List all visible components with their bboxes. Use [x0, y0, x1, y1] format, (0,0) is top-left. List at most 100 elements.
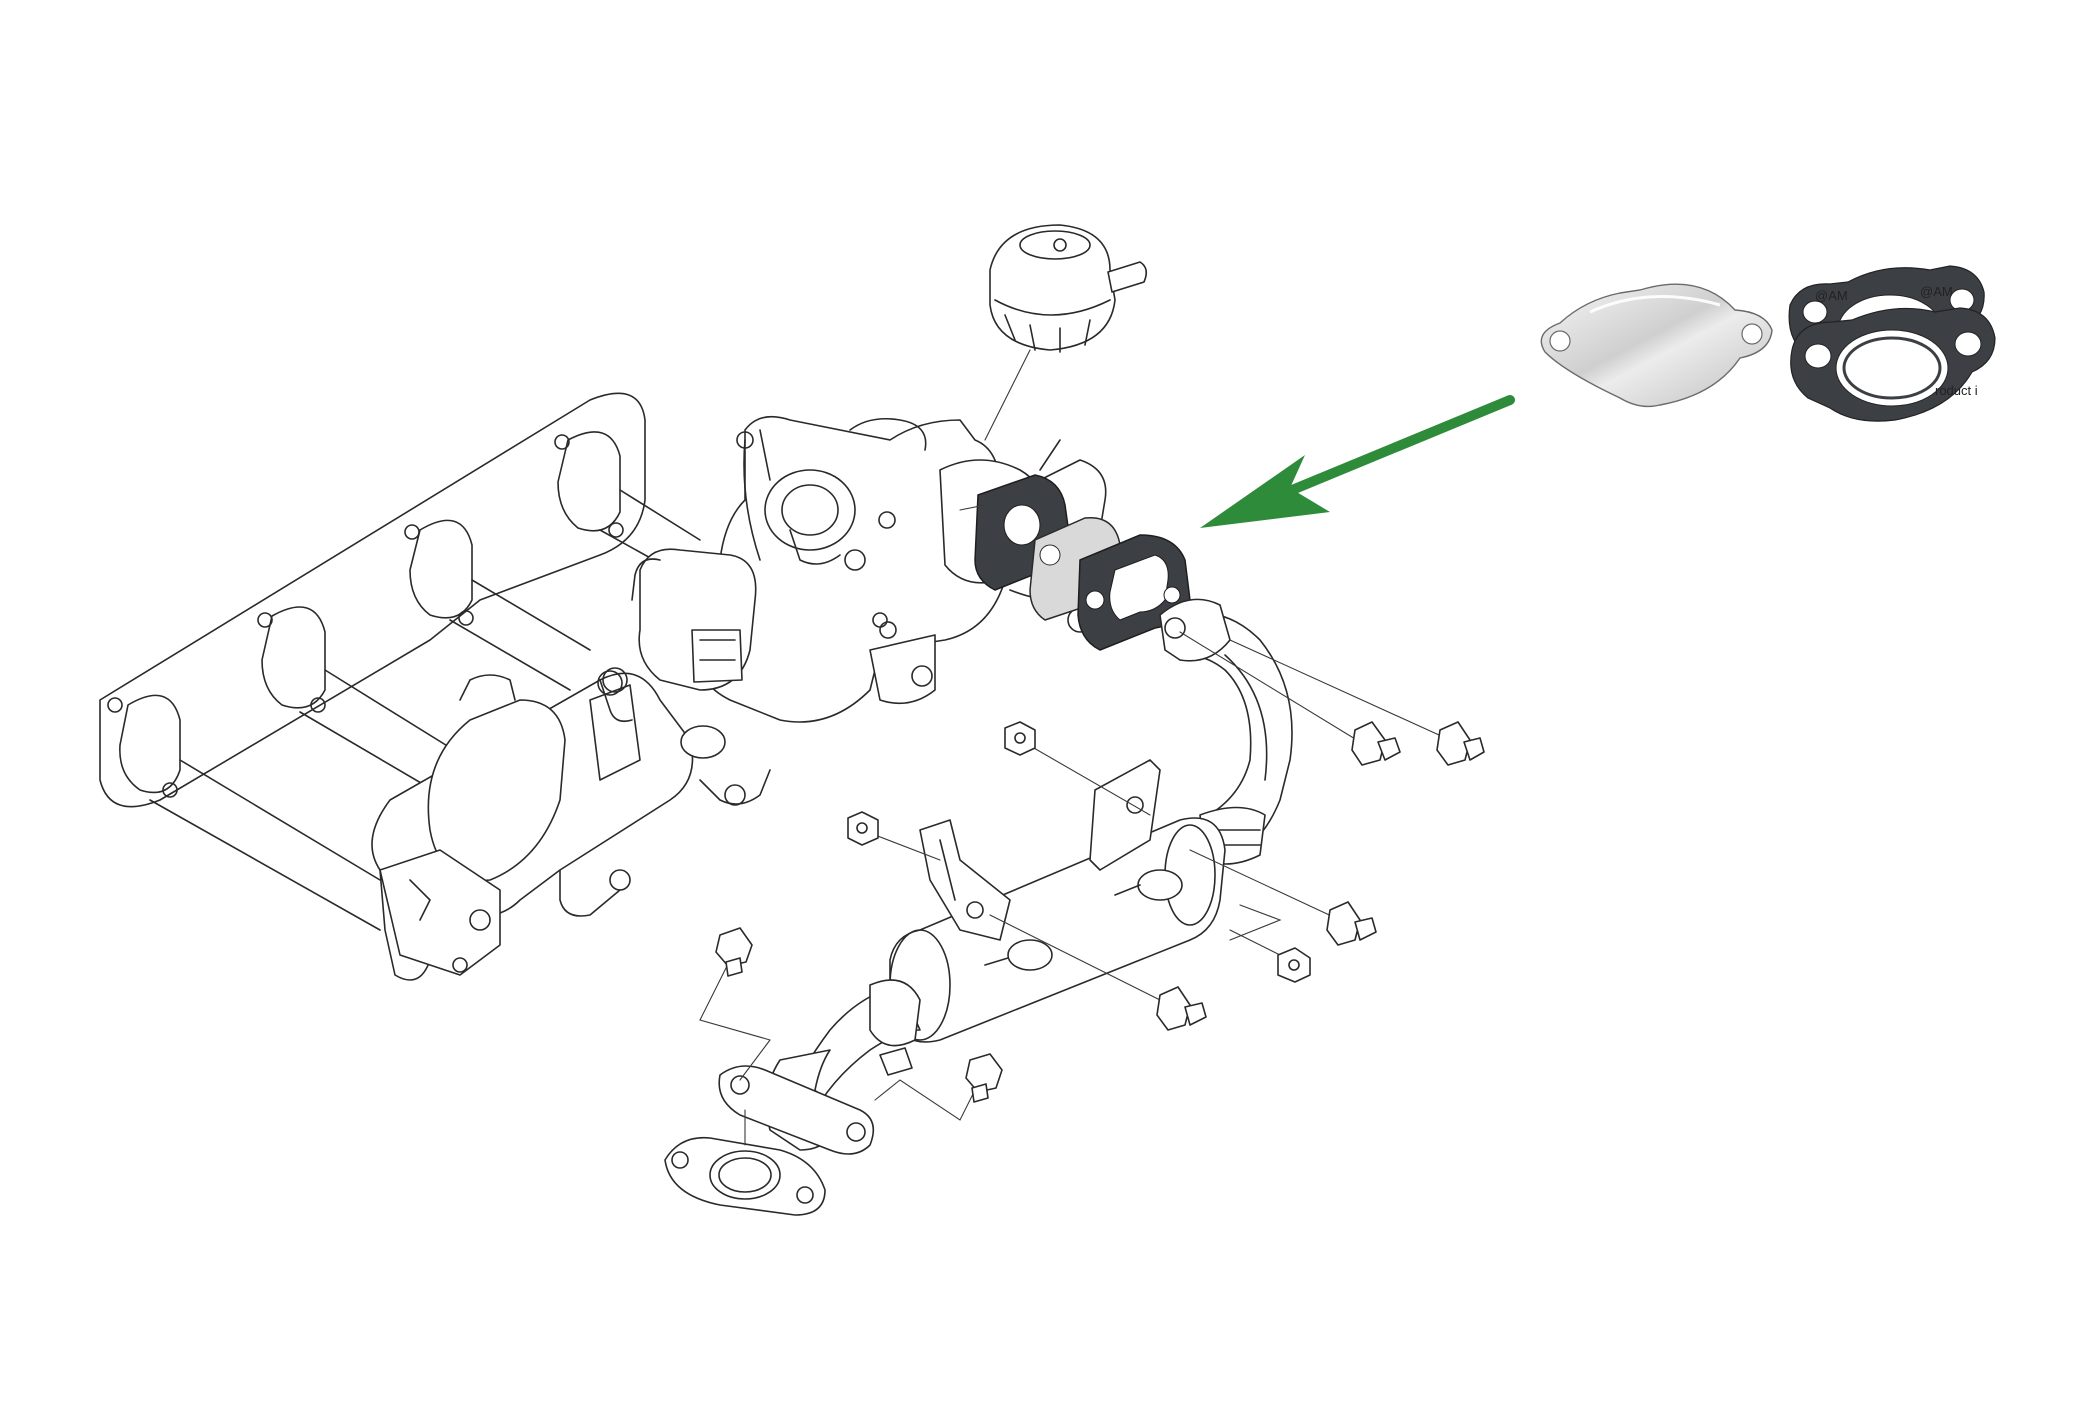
gasket-print-3: roduct i	[1935, 383, 1978, 398]
exhaust-gasket	[664, 1136, 826, 1216]
product-blanking-plate	[1540, 283, 1773, 408]
mount-tab	[409, 879, 431, 921]
pipe-clip	[879, 1047, 913, 1076]
gasket-bolt-hole	[1954, 331, 1982, 357]
mount-hole	[469, 909, 491, 931]
actuator-top	[1019, 230, 1091, 260]
port-3	[409, 519, 473, 619]
lower-rib	[559, 869, 621, 917]
fasteners	[699, 631, 1485, 1121]
gasket-bore	[709, 1150, 781, 1200]
nut	[847, 811, 941, 861]
pipe-clamp	[869, 979, 921, 1047]
leader-line	[984, 349, 1031, 441]
indicator-arrow	[1200, 395, 1515, 528]
valve-bolt-hole	[736, 431, 754, 449]
valve-port-cover	[764, 469, 856, 551]
port-1	[119, 694, 181, 794]
cooler-bracket-2	[1089, 759, 1161, 871]
cover-detail	[789, 529, 841, 565]
sensor-rim	[631, 558, 661, 601]
vacuum-nipple	[1107, 261, 1148, 293]
nut	[1229, 929, 1311, 983]
port-cover-inner	[781, 484, 839, 536]
product-gaskets: @AM @AM roduct i	[1788, 265, 1996, 422]
actuator-ribs	[1004, 314, 1091, 353]
bolt-hole	[257, 612, 273, 628]
manifold-lower-mount	[379, 849, 501, 976]
gasket-bore	[1003, 504, 1041, 546]
lower-pipe-flange	[718, 1065, 875, 1155]
flange-edge	[1039, 439, 1061, 471]
arrow-head	[1200, 455, 1330, 528]
bolt-hole	[608, 522, 624, 538]
flange-hole	[846, 1122, 866, 1142]
egr-pipe-and-cooler	[664, 598, 1293, 1216]
pipe-bend	[599, 679, 633, 723]
gasket-bolt-hole	[1085, 590, 1105, 610]
runner-1	[149, 759, 381, 931]
coolant-port	[1137, 869, 1183, 901]
actuator-port	[1053, 238, 1067, 252]
egr-cooler	[889, 817, 1226, 1043]
flange-hole	[730, 1075, 750, 1095]
gasket-bolt-hole	[1804, 343, 1832, 369]
gasket-print-1: @AM	[1815, 288, 1848, 303]
gasket-bolt-hole	[1802, 300, 1828, 324]
egr-valve	[597, 224, 1148, 759]
lower-rib	[699, 769, 771, 805]
port-4	[557, 431, 621, 532]
rib-hole	[609, 869, 631, 891]
pipe-flange-hole	[1164, 617, 1186, 639]
gasket-hole	[796, 1186, 814, 1204]
sensor-connector	[691, 629, 743, 683]
leader-line	[1229, 904, 1282, 941]
manifold-boss	[589, 684, 641, 781]
bolt	[1229, 639, 1485, 766]
gasket-bore-ring	[1842, 336, 1942, 400]
bolt	[874, 1053, 1003, 1121]
valve-bolt-hole	[878, 511, 896, 529]
cover-screw	[844, 549, 866, 571]
boss-hole	[602, 667, 628, 693]
manifold-flange	[99, 392, 646, 808]
cooler-bracket-1	[919, 819, 1011, 941]
bolt-hole	[458, 610, 474, 626]
gasket-bore	[1835, 329, 1949, 407]
intake-manifold	[99, 392, 771, 981]
bolt	[989, 914, 1207, 1031]
gasket-bore-inner	[718, 1157, 772, 1193]
plate-highlight	[1589, 294, 1721, 314]
bolt	[1179, 631, 1401, 766]
bolt-hole	[404, 524, 420, 540]
actuator-rim	[994, 299, 1111, 316]
gasket-bolt-hole	[1163, 586, 1181, 604]
pipe-hole	[597, 670, 623, 696]
body-top	[849, 417, 927, 451]
stub-hole	[911, 665, 933, 687]
bolt-hole	[554, 434, 570, 450]
blanking-plate	[1540, 283, 1773, 408]
nut	[1004, 721, 1151, 816]
body-edge	[743, 429, 771, 561]
bracket-edge	[939, 839, 956, 901]
connector-pins	[699, 639, 736, 661]
valve-bolt-hole	[879, 621, 897, 639]
plate-hole	[1039, 544, 1061, 566]
cover-screw	[872, 612, 888, 628]
installed-gaskets	[959, 474, 1191, 651]
leader-line	[959, 504, 986, 511]
gasket-hole	[671, 1151, 689, 1169]
bolt	[699, 927, 771, 1081]
gasket-bore	[1109, 554, 1169, 621]
port-pipes	[984, 884, 1141, 966]
small-pipe-end	[680, 725, 726, 759]
gasket-print-2: @AM	[1920, 284, 1953, 299]
arrow-shaft	[1275, 395, 1515, 500]
bracket-hole	[1126, 796, 1144, 814]
plate-bolt-hole	[1741, 323, 1763, 345]
bracket-hole	[966, 901, 984, 919]
vacuum-actuator	[989, 224, 1116, 351]
plate-bolt-hole	[1549, 330, 1571, 352]
